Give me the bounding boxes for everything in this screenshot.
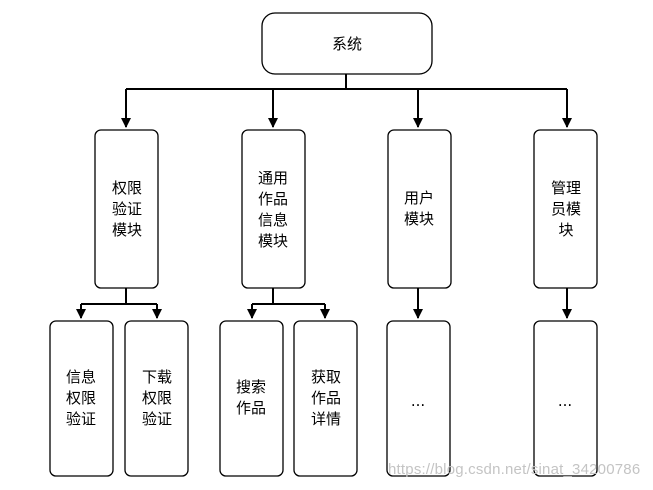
- leaf-user-more: ...: [386, 320, 451, 477]
- module-permission: 权限 验证 模块: [94, 129, 159, 289]
- leaf-info-permission-check: 信息 权限 验证: [49, 320, 114, 477]
- leaf-search-line: 作品: [236, 399, 266, 417]
- module-user-line: 模块: [404, 210, 434, 228]
- root-node: 系统: [261, 12, 433, 75]
- leaf-search-works: 搜索 作品: [219, 320, 284, 477]
- leaf-download-check-line: 验证: [142, 410, 172, 428]
- module-user: 用户 模块: [387, 129, 452, 289]
- leaf-download-check-line: 权限: [142, 389, 172, 407]
- leaf-info-check-line: 验证: [66, 410, 96, 428]
- module-admin: 管理 员模 块: [533, 129, 598, 289]
- leaf-admin-more: ...: [533, 320, 598, 477]
- leaf-download-permission-check: 下载 权限 验证: [124, 320, 189, 477]
- leaf-details-line: 获取: [311, 368, 341, 386]
- module-general-line: 通用: [258, 169, 288, 187]
- leaf-user-more-ellipsis: ...: [411, 392, 425, 410]
- module-admin-line: 管理: [551, 179, 581, 197]
- leaf-details-line: 作品: [311, 389, 341, 407]
- leaf-get-work-details: 获取 作品 详情: [293, 320, 358, 477]
- module-general-line: 作品: [258, 190, 288, 208]
- module-general-work-info: 通用 作品 信息 模块: [241, 129, 306, 289]
- root-label: 系统: [332, 35, 362, 53]
- module-general-line: 信息: [258, 211, 288, 229]
- module-user-line: 用户: [404, 189, 434, 207]
- leaf-details-line: 详情: [311, 410, 341, 428]
- leaf-download-check-line: 下载: [142, 368, 172, 386]
- module-admin-line: 块: [558, 221, 573, 239]
- module-admin-line: 员模: [551, 200, 581, 218]
- leaf-info-check-line: 信息: [66, 368, 96, 386]
- module-permission-line: 权限: [112, 179, 142, 197]
- module-permission-line: 验证: [112, 200, 142, 218]
- leaf-info-check-line: 权限: [66, 389, 96, 407]
- module-permission-line: 模块: [112, 221, 142, 239]
- leaf-admin-more-ellipsis: ...: [558, 392, 572, 410]
- leaf-search-line: 搜索: [236, 378, 266, 396]
- watermark-text: https://blog.csdn.net/sinat_34200786: [388, 461, 641, 478]
- module-general-line: 模块: [258, 232, 288, 250]
